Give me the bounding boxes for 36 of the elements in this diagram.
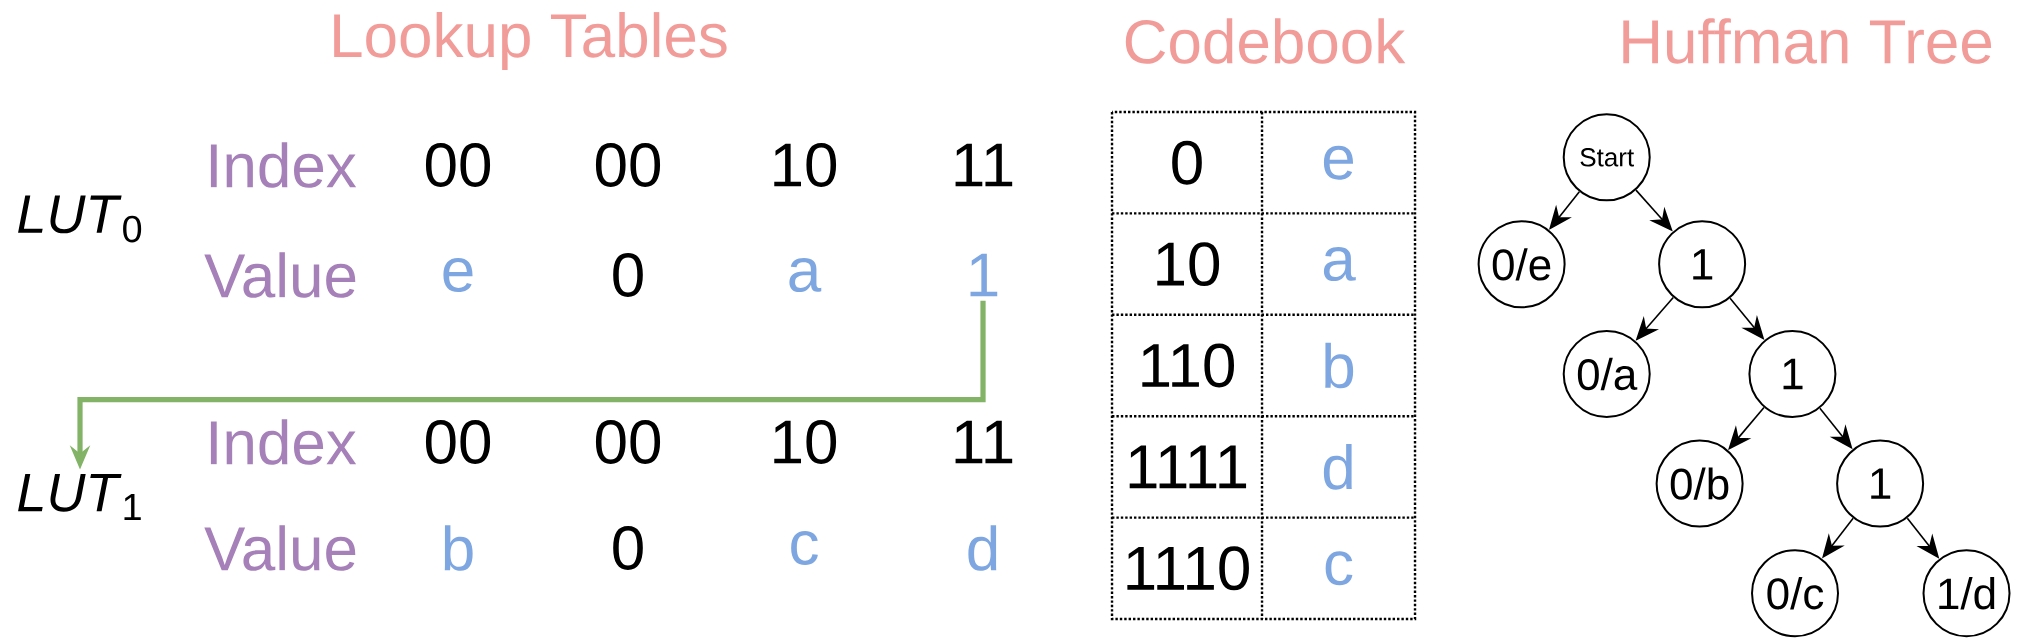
- heading: Huffman Tree: [1623, 18, 1992, 64]
- index-value: 11: [955, 420, 1013, 464]
- row-label: Value: [204, 525, 356, 571]
- code-symbol: d: [1323, 444, 1352, 490]
- code-word: 0: [1172, 140, 1202, 185]
- code-symbol: c: [1325, 551, 1353, 586]
- code-word: 10: [1157, 242, 1220, 287]
- index-value: 10: [774, 420, 837, 464]
- heading: Codebook: [1125, 18, 1406, 64]
- stored-value: 0: [613, 526, 643, 570]
- code-symbol: e: [1323, 145, 1353, 180]
- index-value: 00: [425, 143, 491, 187]
- arrow: [1549, 190, 1581, 230]
- row-label: Index: [210, 142, 357, 188]
- code-word: 1111: [1129, 445, 1247, 489]
- index-value: 00: [595, 143, 661, 187]
- code-symbol: b: [1325, 342, 1354, 389]
- heading: Lookup Tables: [334, 12, 727, 70]
- index-value: 00: [595, 420, 661, 464]
- stored-value: d: [968, 525, 997, 571]
- table-name: LUT$_{1}$: [18, 474, 141, 520]
- code-word: 1110: [1127, 546, 1249, 591]
- stored-value: c: [791, 531, 818, 565]
- row-label: Value: [204, 252, 356, 298]
- code-word: 110: [1142, 343, 1234, 388]
- row-label: Index: [210, 419, 357, 465]
- stored-value: a: [789, 258, 822, 292]
- index-value: 00: [425, 420, 491, 464]
- stored-value: 0: [613, 253, 643, 297]
- stored-value: e: [443, 258, 473, 292]
- table-name: LUT$_{0}$: [18, 195, 142, 243]
- code-symbol: a: [1323, 247, 1356, 282]
- index-value: 11: [955, 143, 1013, 187]
- index-value: 10: [774, 143, 837, 187]
- stored-value: 1: [970, 253, 998, 297]
- stored-value: b: [444, 525, 473, 571]
